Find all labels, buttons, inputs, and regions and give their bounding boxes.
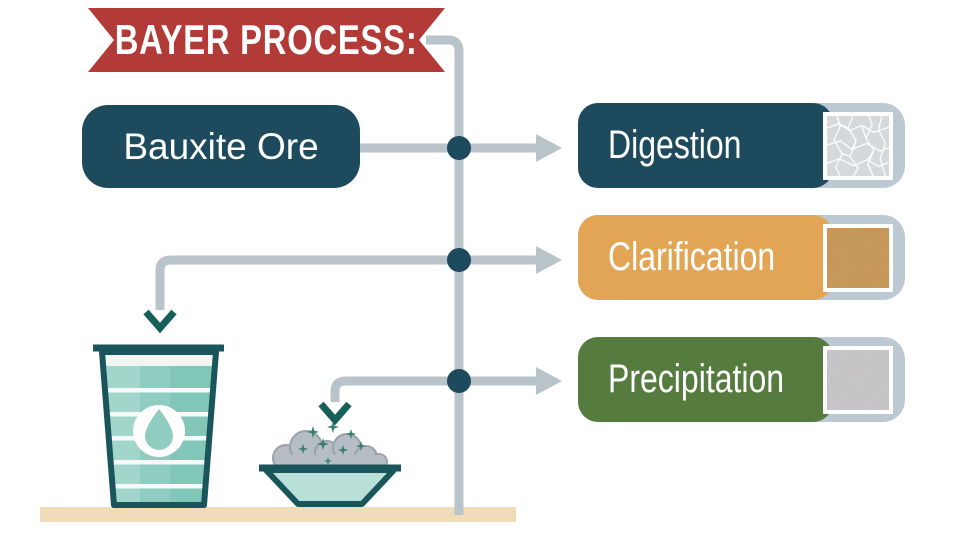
crystal-sparkles-icon: [298, 421, 366, 465]
cup-illustration: [93, 344, 224, 508]
stage-label-digestion: Digestion: [608, 123, 742, 167]
arrow-down-to-bowl-icon: [318, 401, 352, 426]
stage-label-precipitation: Precipitation: [608, 357, 785, 401]
arrow-right-clarification-icon: [536, 246, 562, 274]
junction-dot-digestion: [447, 136, 471, 160]
connector-precipitation-line: [330, 376, 536, 402]
bowl-body: [263, 467, 397, 507]
stage-fill-clarification: Clarification: [578, 215, 833, 300]
stage-box-clarification: Clarification: [578, 215, 905, 300]
stage-fill-digestion: Digestion: [578, 103, 833, 188]
ochre-grain-texture: [823, 223, 893, 292]
stage-box-precipitation: Precipitation: [578, 337, 905, 422]
page-title: BAYER PROCESS:: [115, 16, 418, 63]
connector-trunk-line: [426, 35, 464, 515]
arrow-down-to-cup-icon: [143, 309, 177, 334]
swatch-frame-clarification: [819, 223, 897, 292]
arrow-right-digestion-icon: [536, 134, 562, 162]
stage-fill-precipitation: Precipitation: [578, 337, 833, 422]
swatch-frame-digestion: [819, 111, 897, 180]
junction-dot-clarification: [447, 248, 471, 272]
floor-strip: [40, 507, 516, 522]
white-powder-texture: [823, 345, 893, 414]
stage-box-digestion: Digestion: [578, 103, 905, 188]
title-ribbon: BAYER PROCESS:: [88, 8, 445, 72]
swatch-frame-precipitation: [819, 345, 897, 414]
arrow-right-precipitation-icon: [536, 367, 562, 395]
bowl-illustration: [259, 421, 401, 507]
stage-label-clarification: Clarification: [608, 235, 776, 279]
water-drop-icon: [145, 409, 173, 450]
cracked-clay-texture: [823, 111, 893, 180]
bauxite-ore-label: Bauxite Ore: [123, 125, 319, 167]
junction-dot-precipitation: [447, 369, 471, 393]
bauxite-ore-box: Bauxite Ore: [82, 105, 360, 188]
cup-outline: [99, 349, 219, 508]
connector-clarification-line: [155, 255, 536, 310]
